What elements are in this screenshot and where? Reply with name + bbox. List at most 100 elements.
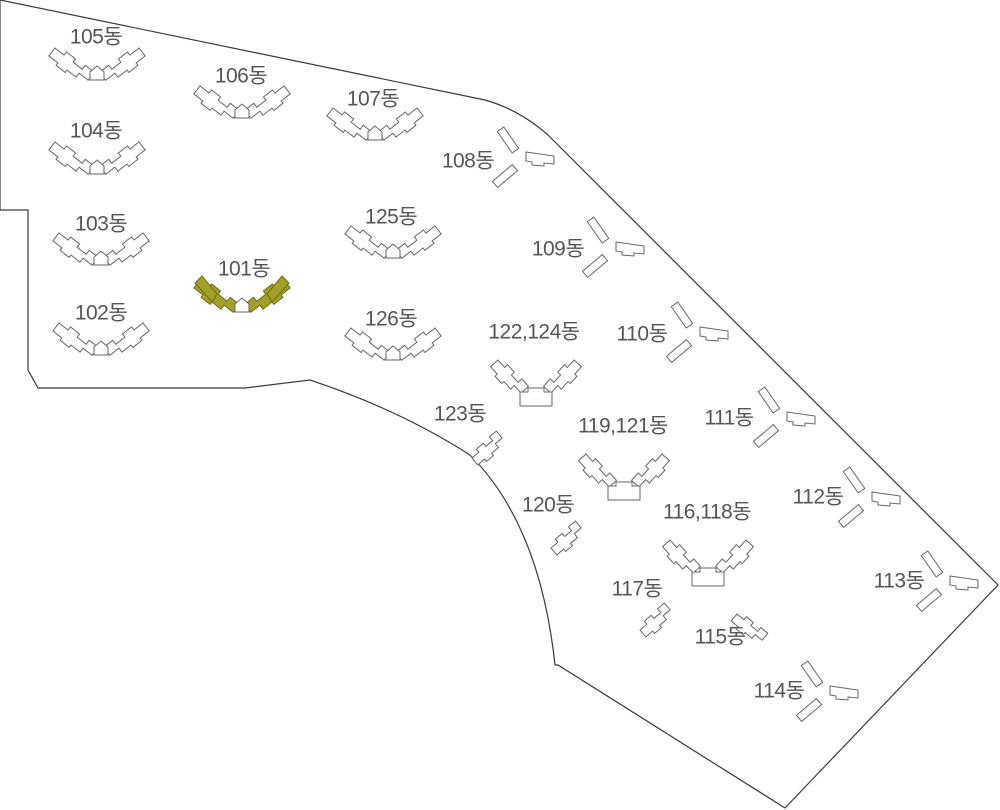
building-block-top	[842, 466, 866, 494]
building-112[interactable]: 112동	[793, 466, 901, 529]
building-111[interactable]: 111동	[704, 386, 816, 449]
building-126[interactable]: 126동	[343, 308, 443, 367]
building-block-right	[949, 575, 979, 591]
building-wing-left	[48, 47, 96, 81]
building-label: 111동	[704, 407, 753, 430]
building-label: 103동	[75, 213, 128, 236]
building-block-right	[699, 326, 729, 342]
building-wing-end	[266, 275, 290, 303]
building-label: 110동	[617, 323, 668, 346]
building-label: 126동	[365, 308, 418, 331]
building-core	[89, 65, 105, 81]
building-wing-left	[193, 85, 241, 119]
building-block-bottom	[491, 163, 519, 189]
building-block-right	[829, 685, 859, 701]
building-core	[691, 567, 725, 587]
building-label: 105동	[70, 26, 123, 49]
building-core	[234, 103, 250, 119]
building-label: 125동	[365, 206, 418, 229]
building-core	[519, 387, 553, 407]
building-105[interactable]: 105동	[47, 26, 147, 87]
building-106[interactable]: 106동	[192, 65, 292, 125]
building-label: 101동	[218, 258, 271, 281]
building-110[interactable]: 110동	[617, 301, 729, 364]
building-block-right	[871, 491, 901, 507]
building-114[interactable]: 114동	[754, 660, 859, 723]
building-wing-right	[102, 322, 150, 356]
building-108[interactable]: 108동	[442, 126, 555, 189]
building-wing-end	[194, 275, 218, 303]
building-label: 112동	[793, 486, 844, 509]
building-125[interactable]: 125동	[343, 206, 443, 265]
building-120[interactable]: 120동	[522, 494, 586, 558]
building-119121[interactable]: 119,121동	[576, 415, 671, 501]
building-wing-left	[344, 327, 392, 361]
building-block-right	[525, 151, 555, 167]
building-block-bottom	[837, 503, 865, 529]
building-wing-left	[326, 107, 374, 141]
building-wing-right	[394, 225, 442, 259]
building-wing-right	[98, 141, 146, 175]
building-label: 114동	[754, 680, 805, 703]
building-core	[385, 345, 401, 361]
building-core	[93, 250, 109, 266]
building-label: 122,124동	[488, 321, 579, 344]
building-104[interactable]: 104동	[47, 120, 147, 181]
building-core	[385, 243, 401, 259]
building-label: 117동	[612, 578, 663, 601]
building-113[interactable]: 113동	[874, 550, 979, 613]
building-label: 120동	[522, 494, 575, 517]
building-block-bottom	[581, 253, 609, 279]
building-label: 123동	[434, 403, 487, 426]
building-wing-right	[102, 232, 150, 266]
building-core	[234, 297, 250, 313]
building-109[interactable]: 109동	[532, 216, 645, 279]
building-label: 119,121동	[578, 415, 668, 438]
building-102[interactable]: 102동	[51, 302, 151, 362]
building-block-top	[757, 386, 781, 414]
building-block-bottom	[915, 587, 943, 613]
building-core	[607, 481, 641, 501]
building-label: 108동	[442, 150, 495, 173]
building-wing-left	[52, 322, 100, 356]
building-block-top	[800, 660, 824, 688]
building-block	[730, 613, 769, 641]
building-label: 116,118동	[663, 501, 751, 524]
building-wing-left	[52, 232, 100, 266]
building-label: 106동	[215, 65, 268, 88]
building-label: 113동	[874, 570, 925, 593]
building-block-bottom	[665, 338, 693, 364]
building-wing-left	[48, 141, 96, 175]
building-block-top	[496, 126, 520, 154]
building-103[interactable]: 103동	[51, 213, 151, 272]
building-block-right	[786, 411, 816, 427]
building-label: 107동	[347, 88, 400, 111]
building-block-right	[615, 241, 645, 257]
building-block-top	[586, 216, 610, 244]
building-117[interactable]: 117동	[612, 578, 676, 640]
building-wing-left	[344, 225, 392, 259]
building-wing-right	[243, 85, 291, 119]
building-wing-right	[376, 107, 424, 141]
building-block-top	[670, 301, 694, 329]
building-label: 109동	[532, 238, 585, 261]
building-core	[89, 159, 105, 175]
building-block-bottom	[795, 697, 823, 723]
building-116118[interactable]: 116,118동	[660, 501, 755, 587]
building-block	[639, 602, 671, 638]
building-115[interactable]: 115동	[695, 610, 769, 649]
building-block	[550, 520, 582, 556]
building-block	[471, 430, 503, 466]
building-wing-right	[394, 327, 442, 361]
building-block-top	[920, 550, 944, 578]
building-123[interactable]: 123동	[434, 403, 507, 468]
buildings-layer: 105동 104동 103동 102동 106동 101동 107동 125동 126동 108동…	[47, 26, 979, 723]
building-block-bottom	[752, 423, 780, 449]
building-label: 104동	[70, 120, 123, 143]
building-107[interactable]: 107동	[325, 88, 425, 147]
building-122124[interactable]: 122,124동	[488, 321, 583, 407]
building-101[interactable]: 101동	[192, 258, 292, 319]
building-core	[93, 340, 109, 356]
